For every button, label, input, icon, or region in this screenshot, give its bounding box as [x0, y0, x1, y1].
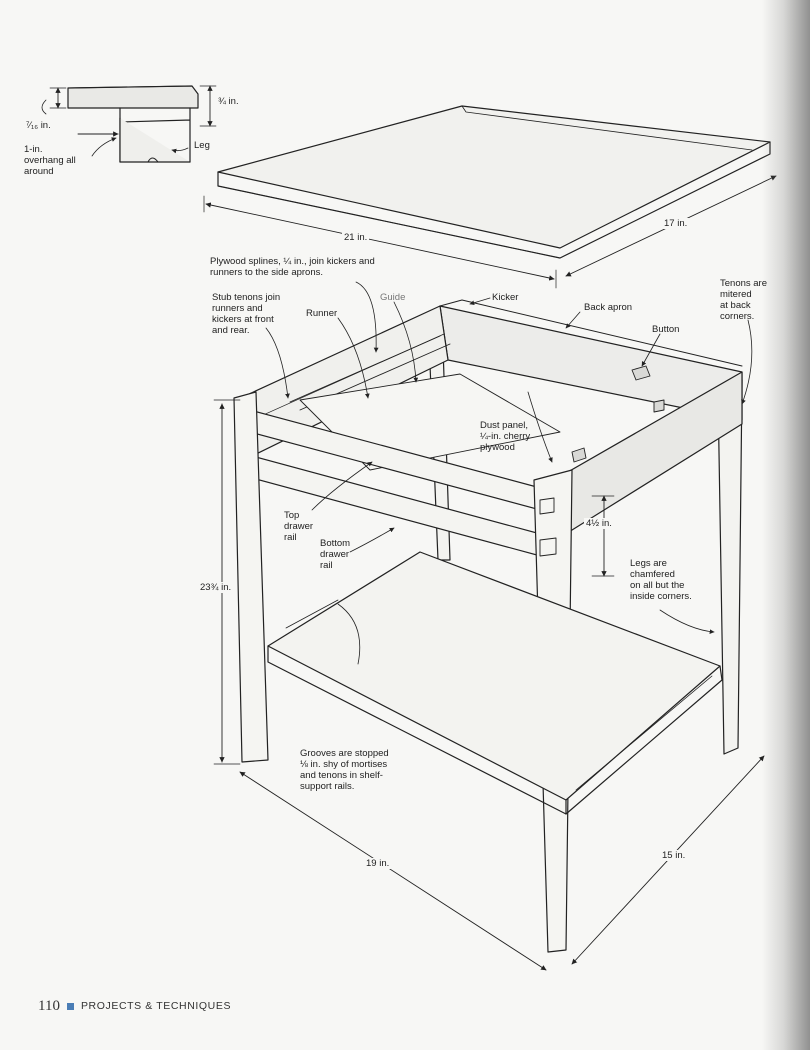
top-thickness-dim: ¾ in.: [218, 96, 239, 107]
overhang-dim: 1-in. overhang all around: [24, 144, 76, 177]
tenons-mitered-callout: Tenons are mitered at back corners.: [720, 278, 768, 322]
top-width-dim: 21 in.: [342, 232, 370, 243]
runner-callout: Runner: [306, 308, 338, 319]
page-footer: 110 PROJECTS & TECHNIQUES: [38, 997, 231, 1015]
guide-callout: Guide: [380, 292, 406, 303]
leg-label: Leg: [194, 140, 210, 151]
apron-height-dim: 4½ in.: [584, 518, 614, 529]
callout-leaders: [265, 281, 753, 635]
width-dim: 19 in.: [364, 858, 392, 869]
page-fold-shadow: [762, 0, 810, 1050]
height-dim: 23¾ in.: [198, 582, 234, 593]
kicker-callout: Kicker: [492, 292, 519, 303]
bottom-drawer-rail-callout: Bottom drawer rail: [320, 538, 351, 571]
button-callout: Button: [652, 324, 680, 335]
edge-profile-detail: [41, 85, 217, 163]
groove-dim: ⁷⁄₁₆ in.: [26, 120, 51, 131]
splines-callout: Plywood splines, ¼ in., join kickers and…: [210, 256, 375, 278]
back-apron-callout: Back apron: [584, 302, 633, 313]
section-marker-icon: [66, 1002, 74, 1010]
legs-chamfered-callout: Legs are chamfered on all but the inside…: [630, 558, 692, 602]
section-title: PROJECTS & TECHNIQUES: [80, 1000, 232, 1012]
front-left-leg: [233, 391, 269, 763]
dust-panel-callout: Dust panel, ¼-in. cherry plywood: [480, 420, 531, 453]
top-depth-dim: 17 in.: [662, 218, 690, 229]
depth-dim: 15 in.: [660, 850, 688, 861]
table-base: [233, 299, 743, 953]
grooves-callout: Grooves are stopped ⅛ in. shy of mortise…: [300, 748, 389, 792]
stub-tenons-callout: Stub tenons join runners and kickers at …: [212, 292, 281, 336]
top-drawer-rail-callout: Top drawer rail: [284, 510, 314, 543]
page-number: 110: [38, 997, 60, 1014]
